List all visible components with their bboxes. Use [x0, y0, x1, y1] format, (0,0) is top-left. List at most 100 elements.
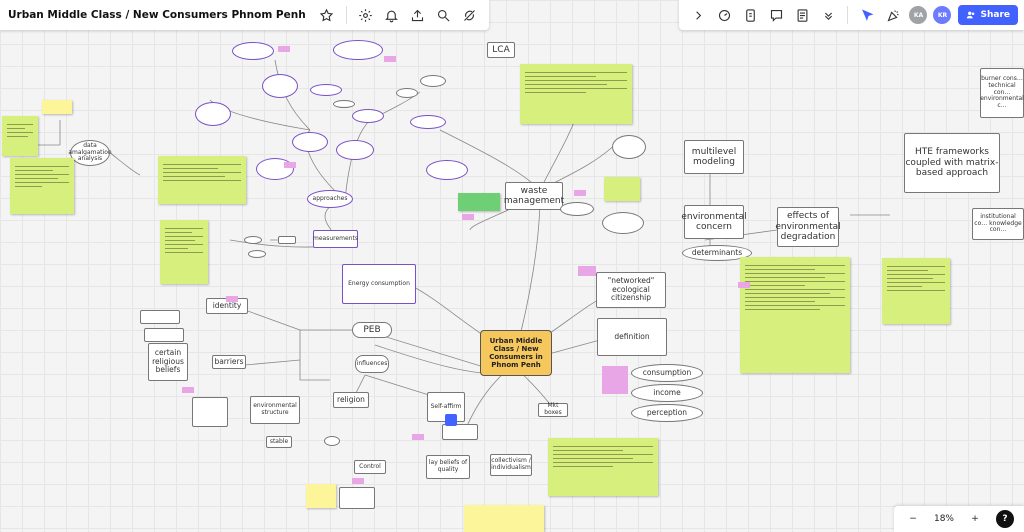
cluster-ellipse[interactable]	[262, 74, 298, 98]
mkt-boxes-node[interactable]: Mkt boxes	[538, 402, 568, 417]
avatar[interactable]: KA	[909, 6, 928, 24]
zoom-in-button[interactable]: +	[971, 514, 979, 524]
cluster-box[interactable]	[144, 328, 184, 342]
cluster-ellipse[interactable]	[336, 140, 374, 160]
notes-icon[interactable]	[791, 4, 813, 26]
tag-label	[352, 478, 364, 484]
more-icon[interactable]	[817, 4, 839, 26]
influences-node[interactable]: influences	[355, 355, 389, 373]
cluster-ellipse[interactable]	[602, 212, 644, 234]
sticky-note[interactable]	[2, 116, 38, 156]
sticky-note[interactable]	[306, 484, 336, 508]
barriers-node[interactable]: barriers	[212, 355, 246, 369]
cluster-ellipse[interactable]	[560, 202, 594, 216]
hte-frameworks-node[interactable]: HTE frameworks coupled with matrix-based…	[904, 133, 1000, 193]
sticky-note[interactable]	[10, 158, 74, 214]
tag-label	[574, 190, 586, 196]
sticky-note[interactable]	[458, 193, 500, 211]
sticky-note[interactable]	[160, 220, 208, 284]
approaches-node[interactable]: approaches	[307, 190, 353, 208]
religion-node[interactable]: religion	[333, 392, 369, 408]
cluster-ellipse[interactable]	[324, 436, 340, 446]
cluster-box[interactable]	[140, 310, 180, 324]
party-icon[interactable]	[882, 4, 904, 26]
burner-node[interactable]: burner cons… technical con… environmenta…	[980, 68, 1024, 118]
no-sync-icon[interactable]	[459, 4, 481, 26]
search-icon[interactable]	[433, 4, 455, 26]
cursor-icon[interactable]	[856, 4, 878, 26]
cluster-box[interactable]	[339, 487, 375, 509]
networked-citizenship-node[interactable]: "networked" ecological citizenship	[596, 272, 666, 308]
users-icon	[967, 11, 975, 19]
collectivism-node[interactable]: collectivism / individualism	[490, 454, 532, 476]
cluster-ellipse[interactable]	[426, 160, 468, 180]
environmental-structure-node[interactable]: environmental structure	[250, 396, 300, 424]
institutional-node[interactable]: institutional co… knowledge con…	[972, 208, 1024, 240]
avatar[interactable]: KR	[933, 6, 952, 24]
lay-beliefs-node[interactable]: lay beliefs of quality	[426, 455, 470, 479]
zoom-out-button[interactable]: −	[909, 514, 917, 524]
data-analysis-node[interactable]: data amalgamation analysis	[68, 140, 112, 166]
income-node[interactable]: income	[631, 384, 703, 402]
sticky-note[interactable]	[882, 258, 950, 324]
cluster-ellipse[interactable]	[612, 135, 646, 159]
control-node[interactable]: Control	[354, 460, 386, 474]
upload-icon[interactable]	[407, 4, 429, 26]
timer-icon[interactable]	[713, 4, 735, 26]
sticky-note[interactable]	[548, 438, 658, 496]
zoom-level[interactable]: 18%	[933, 514, 954, 524]
cluster-ellipse[interactable]	[333, 40, 383, 60]
lca-node[interactable]: LCA	[487, 42, 515, 58]
gear-icon[interactable]	[355, 4, 377, 26]
tag-label	[578, 266, 596, 276]
definition-node[interactable]: definition	[597, 318, 667, 356]
central-topic-node[interactable]: Urban Middle Class / New Consumers in Ph…	[480, 330, 552, 376]
cluster-ellipse[interactable]	[292, 132, 328, 152]
tag-label	[226, 296, 238, 302]
certain-beliefs-node[interactable]: certain religious beliefs	[148, 343, 188, 381]
cluster-ellipse[interactable]	[410, 115, 446, 129]
energy-consumption-node[interactable]: Energy consumption	[342, 264, 416, 304]
peb-node[interactable]: PEB	[352, 322, 392, 338]
cluster-box[interactable]	[278, 236, 296, 244]
chevron-right-icon[interactable]	[687, 4, 709, 26]
sticky-note[interactable]	[520, 64, 632, 124]
star-icon[interactable]	[316, 4, 338, 26]
measurements-node[interactable]: measurements	[313, 230, 358, 248]
determinants-node[interactable]: determinants	[682, 245, 752, 261]
bell-icon[interactable]	[381, 4, 403, 26]
cluster-ellipse[interactable]	[352, 109, 384, 123]
tag-label	[278, 46, 290, 52]
card-icon[interactable]	[739, 4, 761, 26]
comment-icon[interactable]	[445, 414, 457, 426]
cluster-ellipse[interactable]	[310, 84, 342, 96]
cluster-ellipse[interactable]	[333, 100, 355, 108]
board-title[interactable]: Urban Middle Class / New Consumers Phnom…	[8, 9, 306, 21]
cluster-ellipse[interactable]	[195, 102, 231, 126]
cluster-ellipse[interactable]	[248, 250, 266, 258]
environmental-concern-node[interactable]: environmental concern	[681, 205, 747, 239]
cluster-box[interactable]	[442, 424, 478, 440]
tag-label	[462, 214, 474, 220]
cluster-box[interactable]	[192, 397, 228, 427]
help-button[interactable]: ?	[996, 510, 1014, 528]
waste-management-node[interactable]: waste management	[504, 182, 564, 210]
consumption-node[interactable]: consumption	[631, 364, 703, 382]
multilevel-modeling-node[interactable]: multilevel modeling	[684, 140, 744, 174]
perception-node[interactable]: perception	[631, 404, 703, 422]
share-button[interactable]: Share	[958, 5, 1018, 25]
sticky-note[interactable]	[158, 156, 246, 204]
cluster-ellipse[interactable]	[244, 236, 262, 244]
cluster-ellipse[interactable]	[396, 88, 418, 98]
sticky-note[interactable]	[42, 100, 72, 114]
sticky-note[interactable]	[740, 257, 850, 373]
stable-node[interactable]: stable	[266, 436, 292, 448]
sticky-note[interactable]	[464, 505, 544, 532]
cluster-ellipse[interactable]	[232, 42, 274, 60]
cluster-ellipse[interactable]	[420, 75, 446, 87]
effects-degradation-node[interactable]: effects of environmental degradation	[775, 207, 841, 247]
comment-icon[interactable]	[765, 4, 787, 26]
tag-label	[182, 387, 194, 393]
sticky-note[interactable]	[604, 177, 640, 201]
